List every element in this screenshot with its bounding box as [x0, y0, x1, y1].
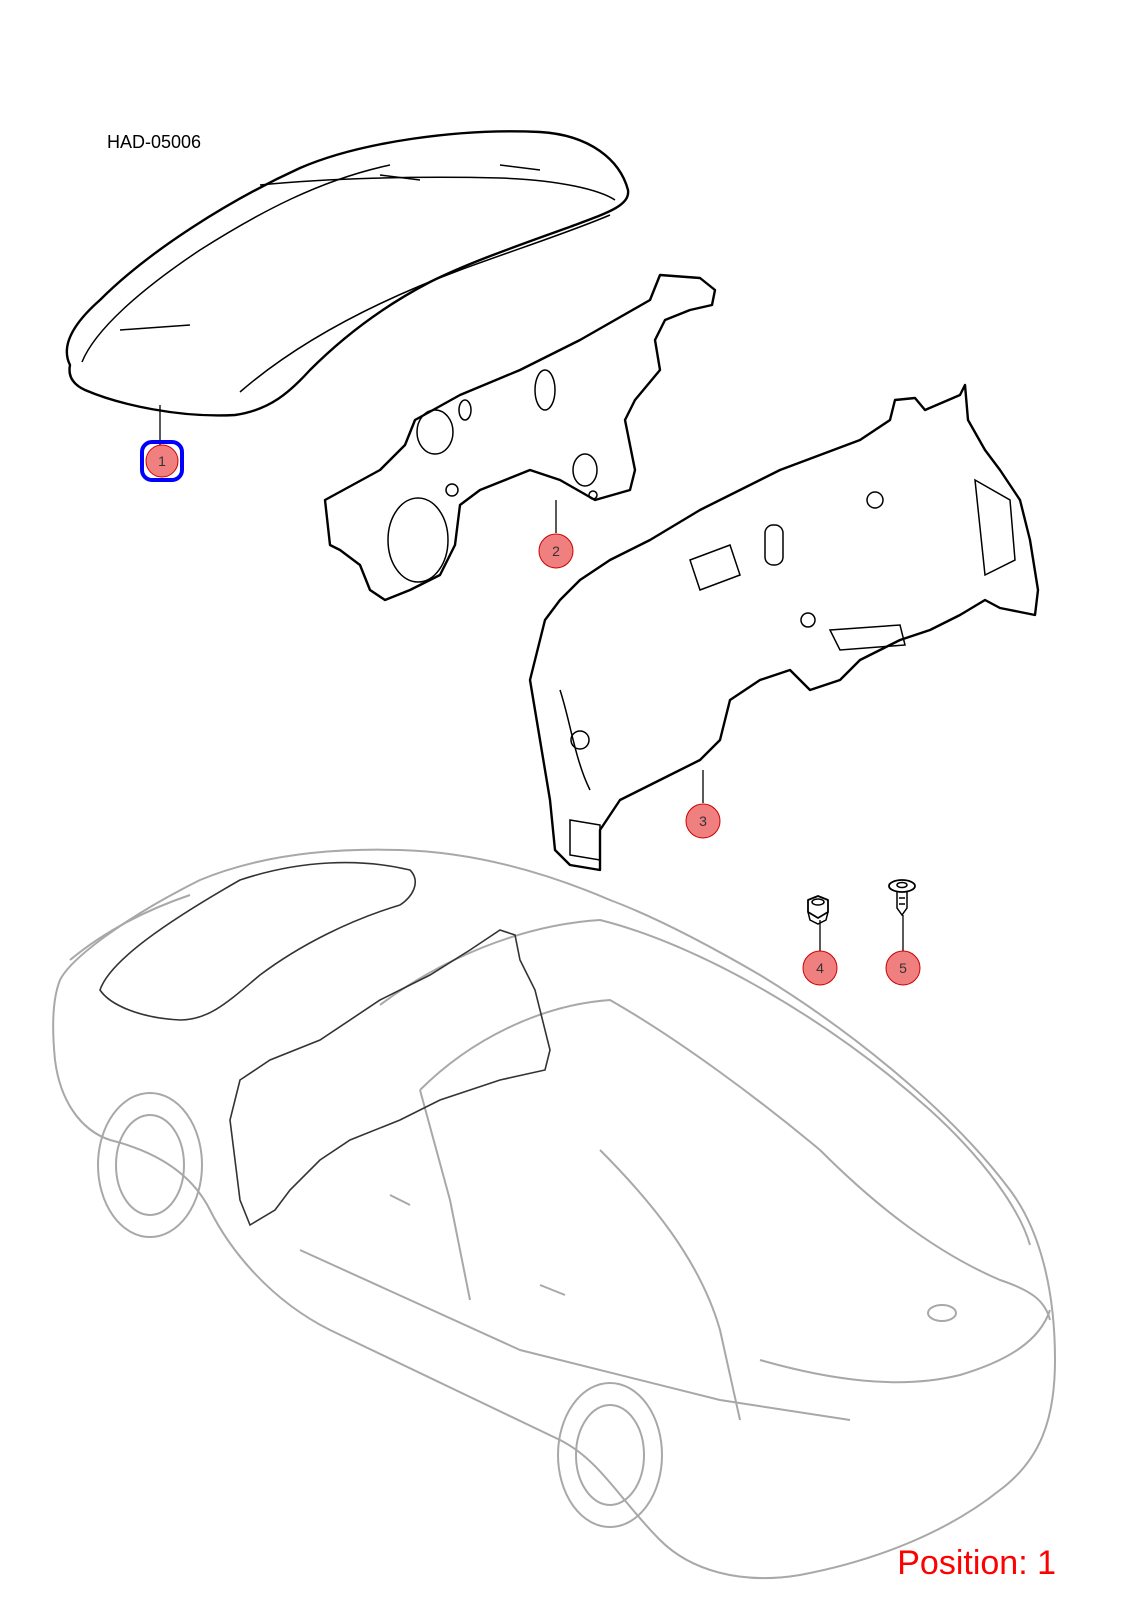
- callout-2-number: 2: [552, 543, 560, 559]
- callout-2-badge: [538, 533, 574, 569]
- callout-4-badge: [802, 950, 838, 986]
- callout-3-badge: [685, 803, 721, 839]
- callout-5-number: 5: [899, 960, 907, 976]
- callout-1-number: 1: [158, 453, 166, 469]
- callout-3-number: 3: [699, 813, 707, 829]
- callout-1-selection-ring: [140, 440, 184, 482]
- callout-4[interactable]: 4: [802, 950, 838, 986]
- position-indicator: Position: 1: [897, 1544, 1056, 1582]
- part-nut: [807, 895, 829, 925]
- vehicle-outline: [52, 848, 1056, 1580]
- part-dash-insulator-lower: [528, 383, 1040, 872]
- diagram-code: HAD-05006: [107, 132, 202, 152]
- leader-lines: [159, 405, 904, 952]
- callout-3[interactable]: 3: [685, 803, 721, 839]
- callout-1[interactable]: 1: [140, 440, 184, 482]
- callout-1-badge: [145, 444, 179, 478]
- part-hood-insulator: [65, 130, 630, 417]
- callout-5[interactable]: 5: [885, 950, 921, 986]
- part-dash-insulator-upper: [323, 273, 717, 602]
- callout-4-number: 4: [816, 960, 824, 976]
- part-clip: [888, 879, 916, 917]
- callout-2[interactable]: 2: [538, 533, 574, 569]
- callout-5-badge: [885, 950, 921, 986]
